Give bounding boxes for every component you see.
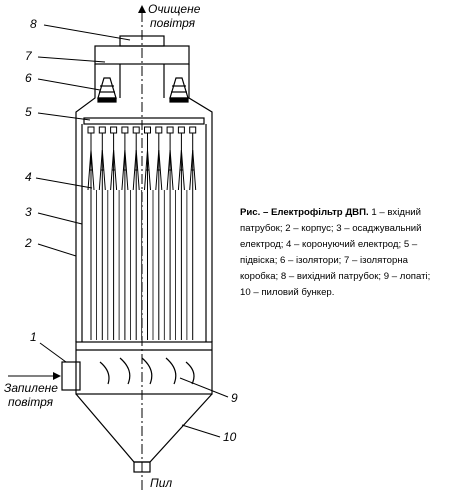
blades bbox=[99, 357, 195, 385]
electrode-hanger bbox=[144, 126, 151, 134]
left-insulator bbox=[97, 77, 117, 103]
electrode-hanger bbox=[155, 126, 163, 134]
electrode-spike bbox=[110, 149, 118, 191]
dust-label: Пил bbox=[150, 476, 172, 490]
electrode-spike bbox=[87, 149, 95, 191]
label-8: 8 bbox=[30, 17, 37, 31]
electrode-hanger bbox=[189, 126, 197, 134]
label-1: 1 bbox=[30, 330, 37, 344]
figure-caption: Рис. – Електрофільтр ДВП. 1 – вхідний па… bbox=[240, 205, 440, 301]
electrode-spike bbox=[121, 149, 129, 191]
electrode-spike bbox=[189, 149, 197, 191]
right-insulator bbox=[169, 77, 189, 103]
electrode-hanger bbox=[121, 126, 129, 134]
electrode-hanger bbox=[132, 126, 140, 134]
electrode-hanger bbox=[177, 126, 185, 134]
electrode-hanger bbox=[110, 126, 118, 134]
insulator-box bbox=[94, 45, 190, 65]
label-7: 7 bbox=[25, 49, 33, 63]
electrode-spike bbox=[144, 149, 151, 191]
blade-chamber bbox=[75, 341, 213, 395]
electrode-hanger bbox=[98, 126, 106, 134]
label-2: 2 bbox=[24, 236, 32, 250]
label-4: 4 bbox=[25, 170, 32, 184]
electrode-spike bbox=[166, 149, 174, 191]
electrode-spike bbox=[98, 149, 106, 191]
electrode-spike bbox=[177, 149, 185, 191]
electrode-hanger bbox=[87, 126, 95, 134]
clean-air-label-line1: Очищене bbox=[148, 2, 201, 16]
caption-body: 1 – вхідний патрубок; 2 – корпус; 3 – ос… bbox=[240, 207, 431, 298]
leader-lines bbox=[35, 24, 229, 438]
dusty-air-label-line1: Запилене bbox=[4, 381, 58, 395]
clean-air-label-line2: повітря bbox=[150, 16, 196, 30]
label-10: 10 bbox=[223, 430, 237, 444]
electrode-hanger bbox=[166, 126, 174, 134]
label-9: 9 bbox=[231, 391, 238, 405]
inlet-pipe bbox=[61, 361, 81, 391]
label-6: 6 bbox=[25, 71, 32, 85]
suspension-bar bbox=[83, 117, 205, 125]
label-3: 3 bbox=[25, 205, 32, 219]
label-5: 5 bbox=[25, 105, 32, 119]
dusty-air-label-line2: повітря bbox=[8, 395, 54, 409]
caption-title: Рис. – Електрофільтр ДВП. bbox=[240, 207, 369, 218]
electrode-spike bbox=[155, 149, 163, 191]
electrode-spike bbox=[132, 149, 140, 191]
